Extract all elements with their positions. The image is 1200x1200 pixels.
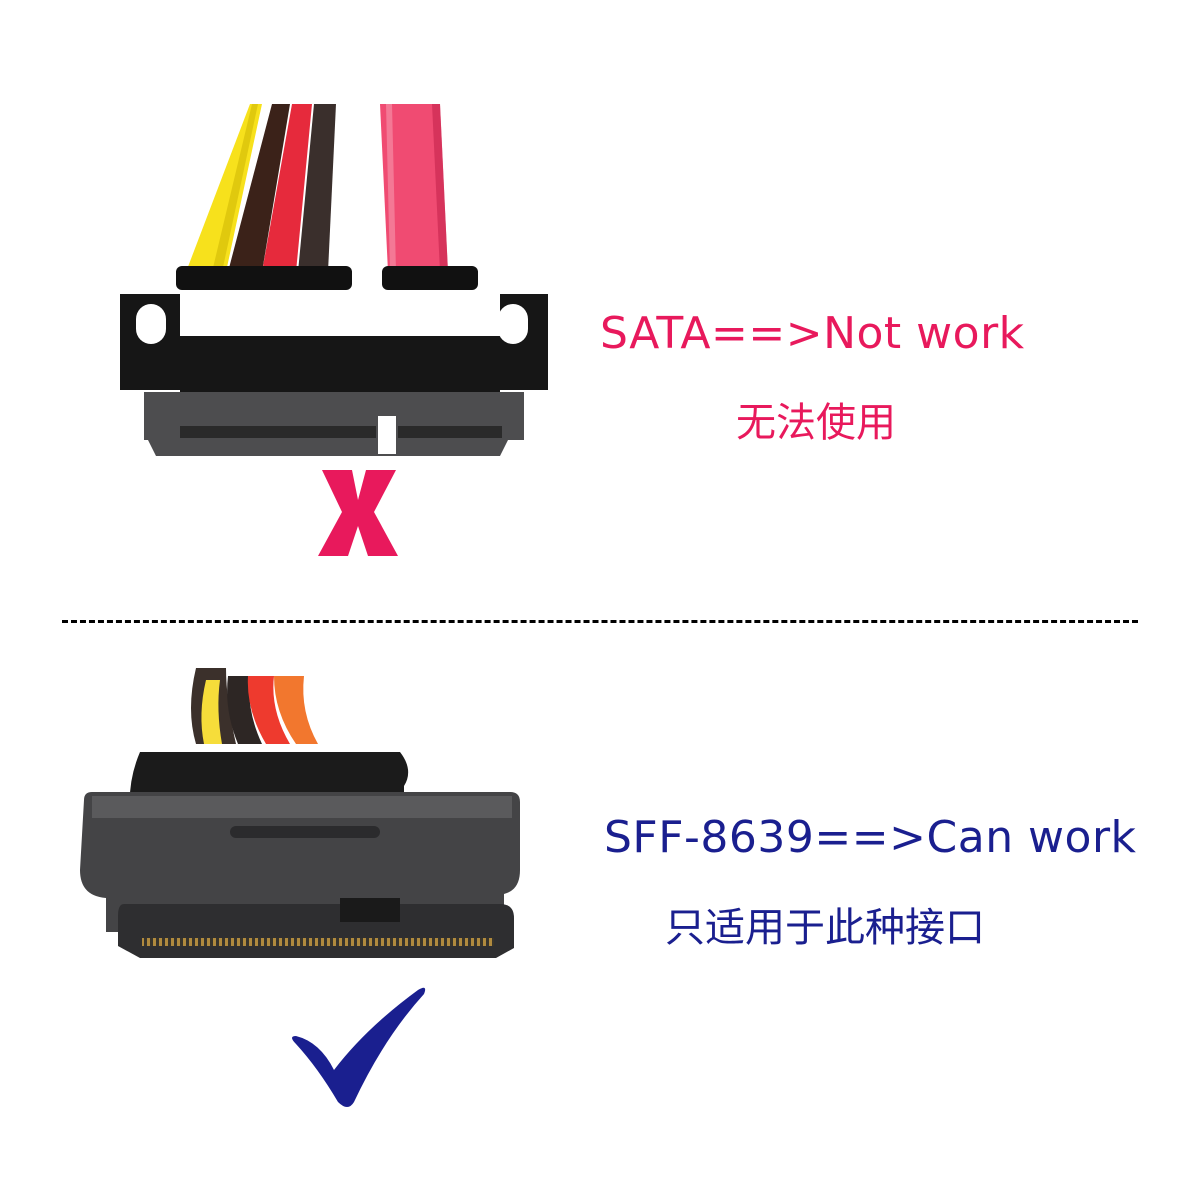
sff-panel: SFF-8639==>Can work 只适用于此种接口	[0, 640, 1200, 1200]
sff-connector-shell	[80, 792, 520, 932]
sata-data-cable	[380, 104, 448, 272]
sata-ear-slot-right	[498, 304, 528, 344]
sata-power-cable-wires	[186, 104, 336, 272]
cross-icon	[318, 470, 398, 556]
checkmark-icon	[292, 987, 426, 1107]
sff-status-label: SFF-8639==>Can work	[604, 812, 1137, 863]
sata-receptacle-face	[144, 392, 524, 456]
section-divider	[62, 620, 1138, 623]
sata-status-label: SATA==>Not work	[600, 308, 1025, 359]
sff-status-label-zh: 只适用于此种接口	[665, 905, 985, 951]
sata-ear-slot-left	[136, 304, 166, 344]
sata-data-strain-relief	[382, 266, 478, 290]
sata-panel: SATA==>Not work 无法使用	[120, 104, 1025, 556]
sata-connector-image	[120, 104, 548, 556]
sff-mating-face	[118, 904, 514, 958]
sata-power-strain-relief	[176, 266, 352, 290]
sata-status-label-zh: 无法使用	[736, 400, 896, 446]
sff-8639-connector-image	[80, 668, 520, 1107]
sff-cable-wires	[191, 668, 318, 744]
